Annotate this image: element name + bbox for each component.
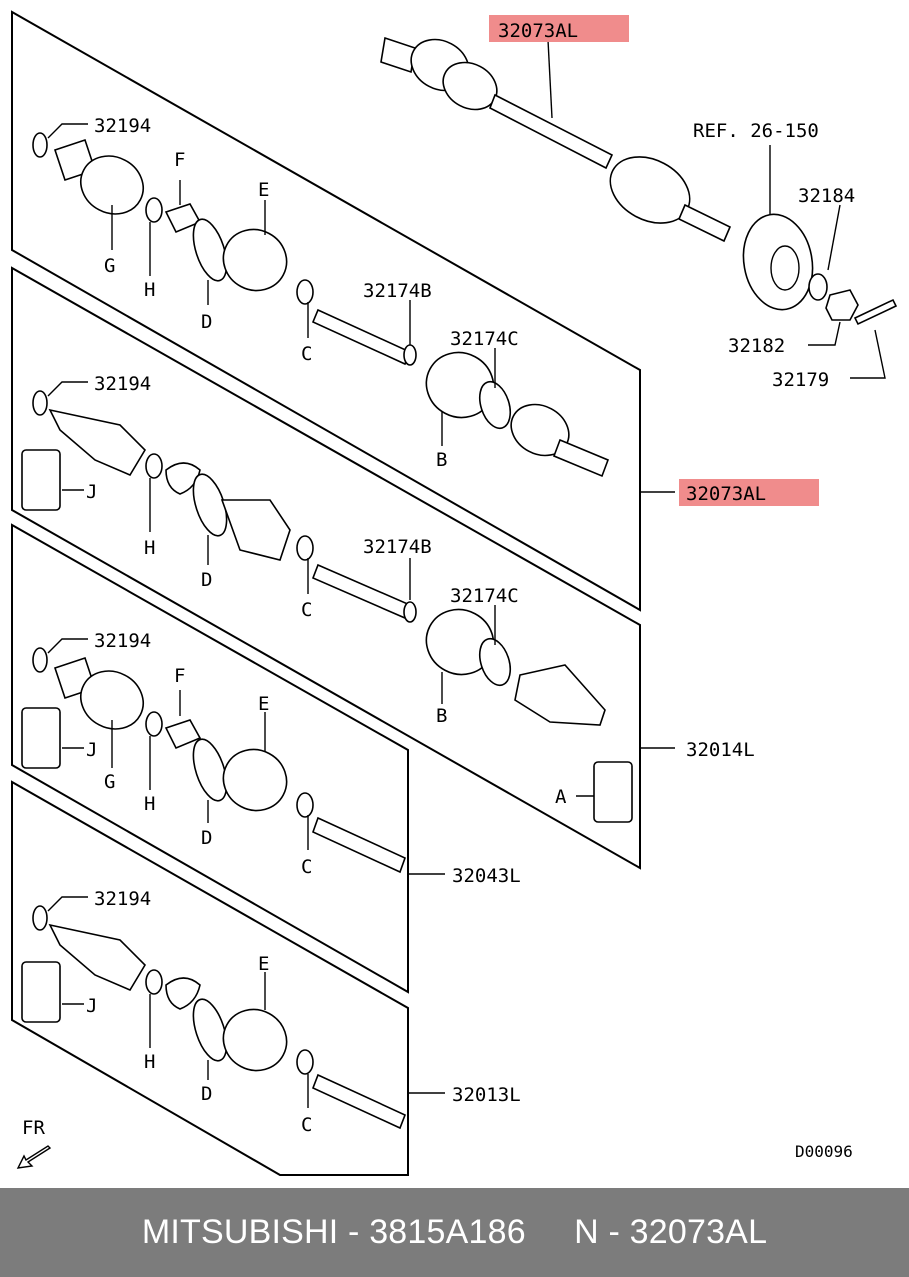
grease-A [593, 761, 633, 823]
panel-outlines [11, 10, 641, 1176]
front-arrow-icon [16, 1145, 52, 1169]
label-D-1: D [201, 311, 212, 333]
label-G-2: G [104, 771, 115, 793]
kit-32013l [21, 905, 407, 1130]
label-32174c-1: 32174C [450, 328, 519, 350]
panel-32073al-upper [11, 10, 641, 612]
label-D-3: D [201, 827, 212, 849]
label-B-1: B [436, 449, 447, 471]
label-32174b-1: 32174B [363, 280, 432, 302]
panel-32014l [11, 523, 409, 994]
label-F-2: F [174, 665, 185, 687]
label-H-3: H [144, 793, 155, 815]
label-32174c-2: 32174C [450, 585, 519, 607]
hub [742, 213, 814, 311]
label-E-2: E [258, 693, 269, 715]
leader-lines [47, 39, 886, 1108]
kit-32073al-lower [21, 390, 633, 823]
label-32194-4: 32194 [94, 888, 151, 910]
part-labels: 32073AL REF. 26-150 32184 32182 32179 32… [22, 20, 855, 1161]
label-32073al-side: 32073AL [686, 483, 766, 505]
label-32043l: 32043L [452, 865, 521, 887]
inner-joint-upper [32, 132, 314, 305]
label-E-3: E [258, 953, 269, 975]
label-D-2: D [201, 569, 212, 591]
label-J-2: J [86, 739, 97, 761]
footer-bar: MITSUBISHI - 3815A186 N - 32073AL [0, 1188, 909, 1277]
washer-32184 [808, 273, 828, 301]
label-32194-3: 32194 [94, 630, 151, 652]
label-32194-1: 32194 [94, 115, 151, 137]
label-C-4: C [301, 1114, 312, 1136]
kit-32014l [21, 647, 406, 874]
label-A: A [555, 786, 567, 808]
label-32073al-top: 32073AL [498, 20, 578, 42]
label-32179: 32179 [772, 369, 829, 391]
label-B-2: B [436, 705, 447, 727]
label-fr: FR [22, 1117, 45, 1139]
label-32182: 32182 [728, 335, 785, 357]
label-diagram-code: D00096 [795, 1142, 853, 1161]
highlight-32073al-top [489, 15, 629, 42]
label-ref: REF. 26-150 [693, 120, 819, 142]
nut-32182 [825, 289, 859, 321]
label-J-1: J [86, 481, 97, 503]
label-H-1: H [144, 279, 155, 301]
label-H-2: H [144, 537, 155, 559]
label-C-1: C [301, 343, 312, 365]
label-D-4: D [201, 1083, 212, 1105]
label-32184: 32184 [798, 185, 855, 207]
label-32194-2: 32194 [94, 373, 151, 395]
parts-diagram: 32073AL REF. 26-150 32184 32182 32179 32… [11, 10, 898, 1176]
label-H-4: H [144, 1051, 155, 1073]
split-pin-32179 [853, 298, 898, 326]
label-F-1: F [174, 149, 185, 171]
outer-joint-upper [311, 308, 610, 478]
label-32014l: 32014L [686, 739, 755, 761]
panel-32043l [11, 780, 409, 1176]
label-C-2: C [301, 599, 312, 621]
highlight-32073al-side [679, 479, 819, 506]
panel-32073al-lower [11, 266, 641, 870]
label-J-3: J [86, 995, 97, 1017]
hub-and-fasteners [742, 213, 898, 326]
label-32174b-2: 32174B [363, 536, 432, 558]
label-C-3: C [301, 856, 312, 878]
footer-text: MITSUBISHI - 3815A186 N - 32073AL [141, 1213, 768, 1251]
label-E-1: E [258, 179, 269, 201]
drive-shaft-assembly [380, 36, 732, 243]
label-G-1: G [104, 255, 115, 277]
grease-J [21, 449, 61, 511]
label-32013l: 32013L [452, 1084, 521, 1106]
